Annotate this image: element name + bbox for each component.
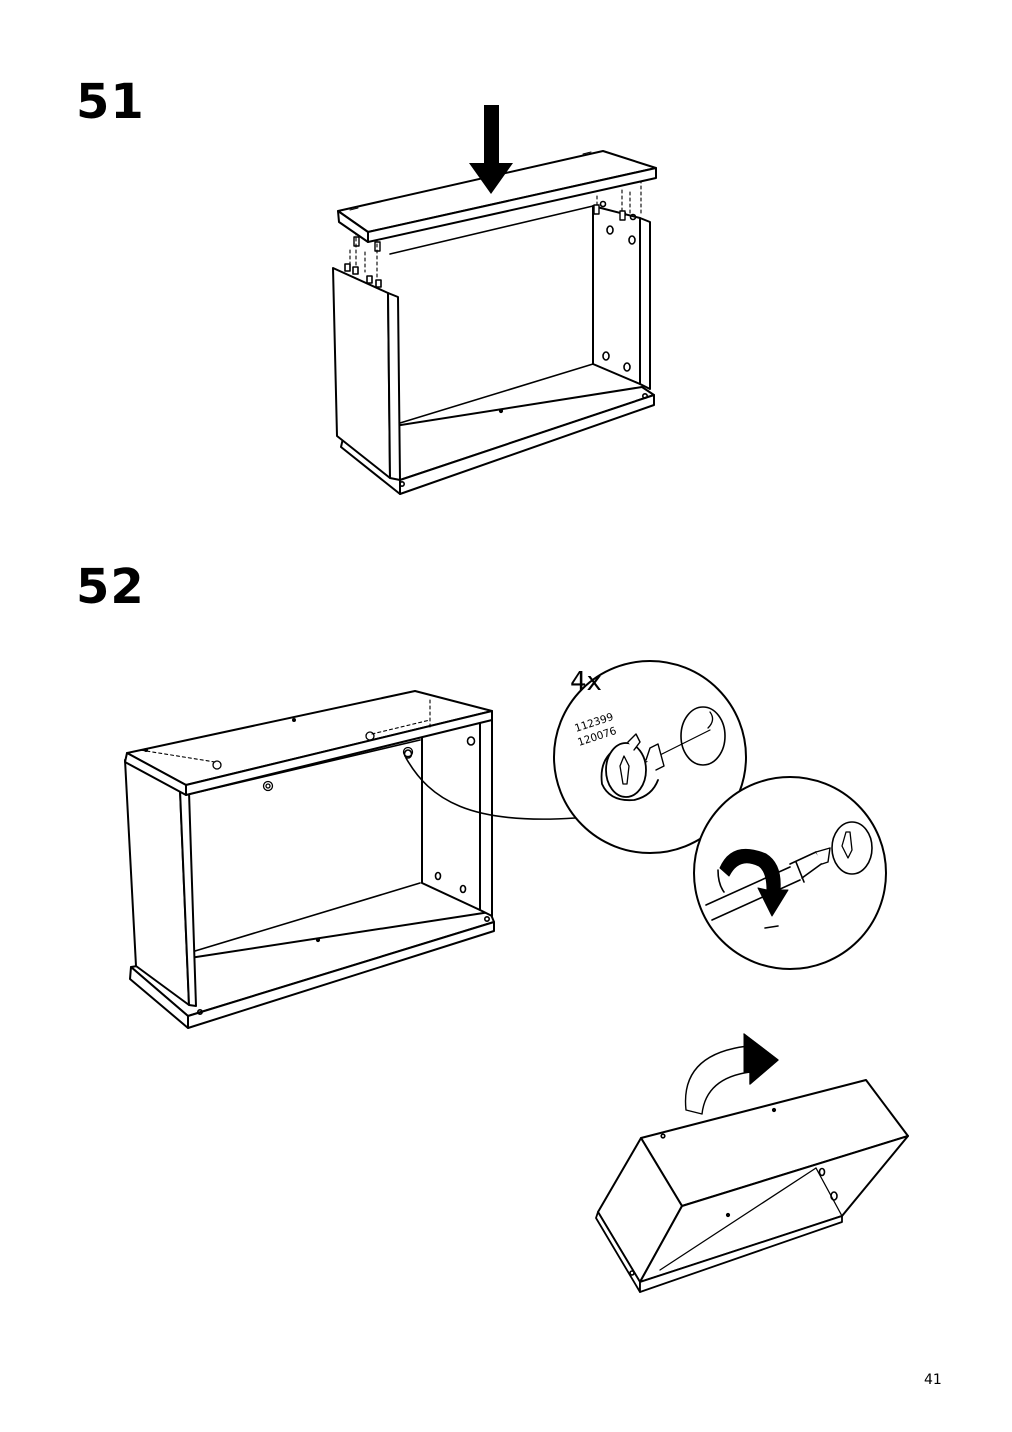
step-51-illustration	[333, 105, 656, 494]
flipped-cabinet	[596, 1034, 908, 1292]
rotate-clockwise-arrow-icon	[718, 849, 788, 928]
top-panel	[338, 151, 656, 242]
quantity-label: 4x	[570, 667, 602, 697]
page-number: 41	[924, 1372, 942, 1388]
cam-fitting	[602, 734, 664, 800]
left-side-panel	[333, 264, 400, 480]
step-number-52: 52	[76, 559, 145, 615]
alignment-lines	[350, 180, 641, 279]
detail-circle-tighten	[694, 777, 886, 969]
step-number-51: 51	[76, 74, 145, 130]
step-52-cabinet	[125, 691, 575, 1028]
flip-arrow-icon	[686, 1034, 778, 1114]
right-side-panel	[593, 202, 650, 390]
back-edge	[400, 364, 593, 423]
down-arrow-icon	[469, 105, 513, 194]
cam-locks	[213, 732, 413, 791]
detail-circle-cam-lock	[554, 661, 746, 853]
